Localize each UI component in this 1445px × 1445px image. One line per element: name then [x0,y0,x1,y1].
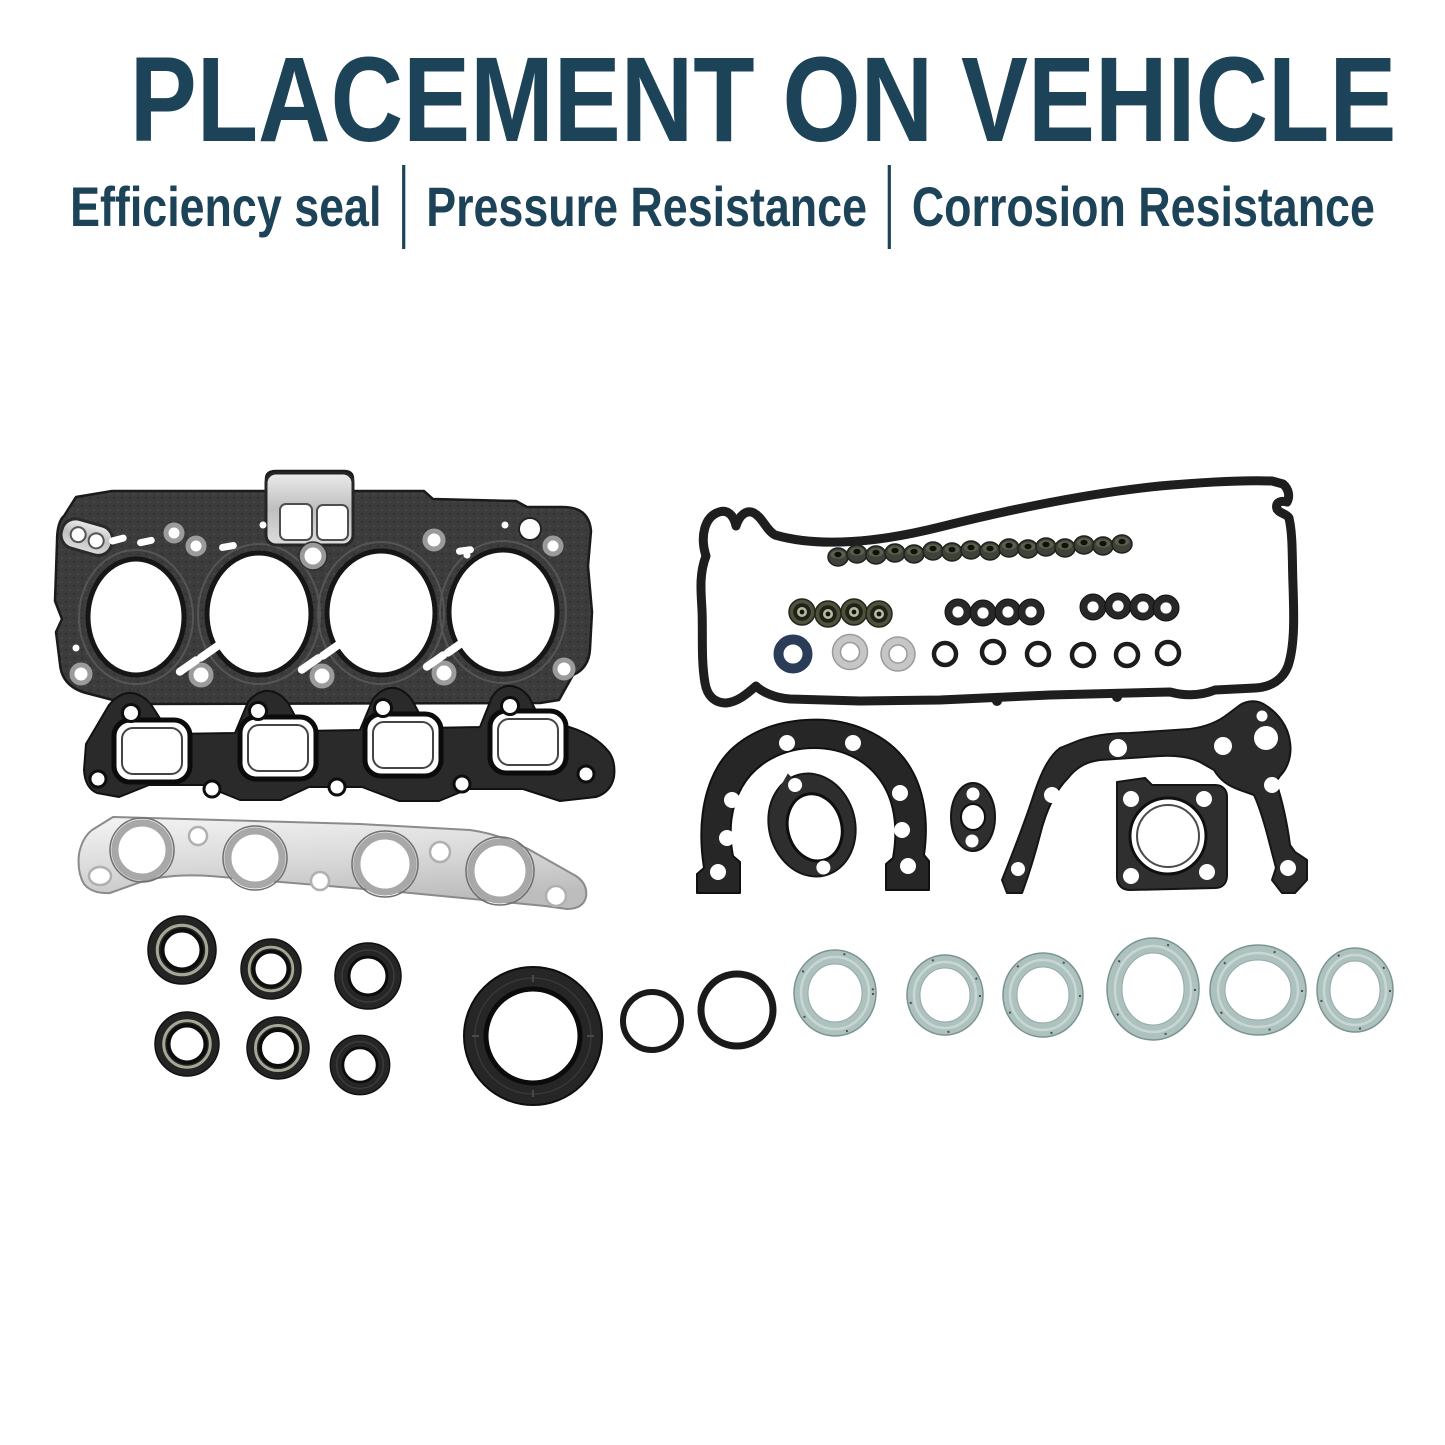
crush-washer [1106,937,1200,1041]
silver-washer [880,636,916,672]
metal-gasket-holes [87,825,568,908]
valve-cover-gasket [696,476,1299,708]
head-gasket-corner-hole [518,517,542,541]
head-gasket-bolt-holes [69,522,576,689]
navy-sealing-ring [773,634,813,674]
thin-o-rings [620,970,777,1053]
twin-hole-gasket [950,782,996,852]
crush-washer [793,949,877,1037]
feature-separator [887,165,892,250]
gasket-nub [992,696,1002,706]
cylinder-head-gasket [53,469,594,706]
feature-separator [402,165,406,250]
feature-corrosion-resistance: Corrosion Resistance [911,174,1375,238]
gasket-nub [1112,692,1122,702]
metal-gasket-ports [109,817,535,906]
feature-efficiency-seal: Efficiency seal [70,174,382,238]
sealing-rings-row [773,633,1182,674]
exhaust-crush-washers [793,937,1394,1041]
crush-washer [1209,944,1307,1036]
manifold-bolt-holes [88,696,596,799]
head-gasket-kidney-fitting [59,517,115,557]
horseshoe-bolt-holes [710,735,916,880]
crush-washer [1316,947,1394,1033]
main-seal-large [463,966,603,1106]
feature-strip: Efficiency seal Pressure Resistance Corr… [70,165,1375,250]
page-title: PLACEMENT ON VEHICLE [0,31,1445,167]
timing-cover-bolt-holes [1011,710,1296,876]
rear-main-seal-retainer-gasket [696,718,930,894]
water-pump-bolt-holes [1123,791,1215,884]
timing-cover-gasket [1001,700,1308,894]
water-pump-gasket [1116,777,1228,891]
page-title-text: PLACEMENT ON VEHICLE [129,31,1397,167]
camshaft-oil-seals [148,916,311,1081]
crankshaft-seals-medium [328,941,403,1097]
metal-manifold-gasket [77,816,588,910]
feature-pressure-resistance: Pressure Resistance [426,174,868,238]
crush-washer [906,954,984,1036]
head-gasket-bracket [264,471,355,571]
olive-grommet-group [788,598,893,628]
manifold-ports [111,708,569,785]
oval-port-gasket [767,772,857,878]
silver-washer [831,633,869,671]
black-grommet-group-1 [944,598,1045,627]
exhaust-manifold-gasket [83,684,616,802]
cylinder-bores [78,540,567,685]
black-grommet-group-2 [1079,592,1180,622]
crush-washer [1002,952,1084,1038]
small-o-rings [931,638,1182,669]
header: PLACEMENT ON VEHICLE Efficiency seal Pre… [0,0,1445,250]
head-gasket-slots [109,534,474,676]
